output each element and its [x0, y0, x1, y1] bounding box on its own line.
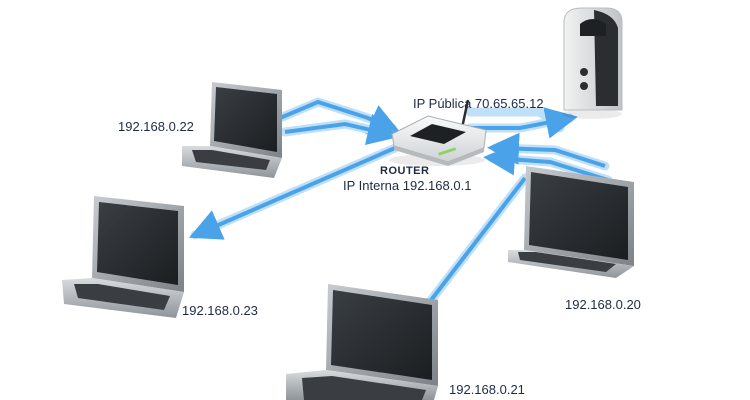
laptop-icon — [286, 284, 438, 400]
internet-server-icon — [562, 7, 623, 119]
host-ip-label: 192.168.0.22 — [118, 119, 194, 134]
laptop-icon — [182, 82, 282, 178]
router-internal-ip-label: IP Interna 192.168.0.1 — [343, 178, 472, 193]
link-router-internet — [465, 107, 578, 139]
laptop-icon — [508, 166, 634, 278]
router-public-ip-label: IP Pública 70.65.65.12 — [413, 96, 544, 111]
host-ip-label: 192.168.0.23 — [182, 303, 258, 318]
router-icon — [389, 99, 487, 166]
connection-links — [188, 97, 613, 313]
link-router-host-21 — [420, 173, 530, 313]
link-host-22-router — [275, 97, 401, 146]
laptop-icon — [62, 196, 184, 318]
host-ip-label: 192.168.0.20 — [565, 297, 641, 312]
router-name-label: ROUTER — [380, 165, 430, 177]
link-router-host-23 — [188, 143, 400, 240]
link-host-20-router — [483, 132, 613, 185]
host-ip-label: 192.168.0.21 — [449, 382, 525, 397]
